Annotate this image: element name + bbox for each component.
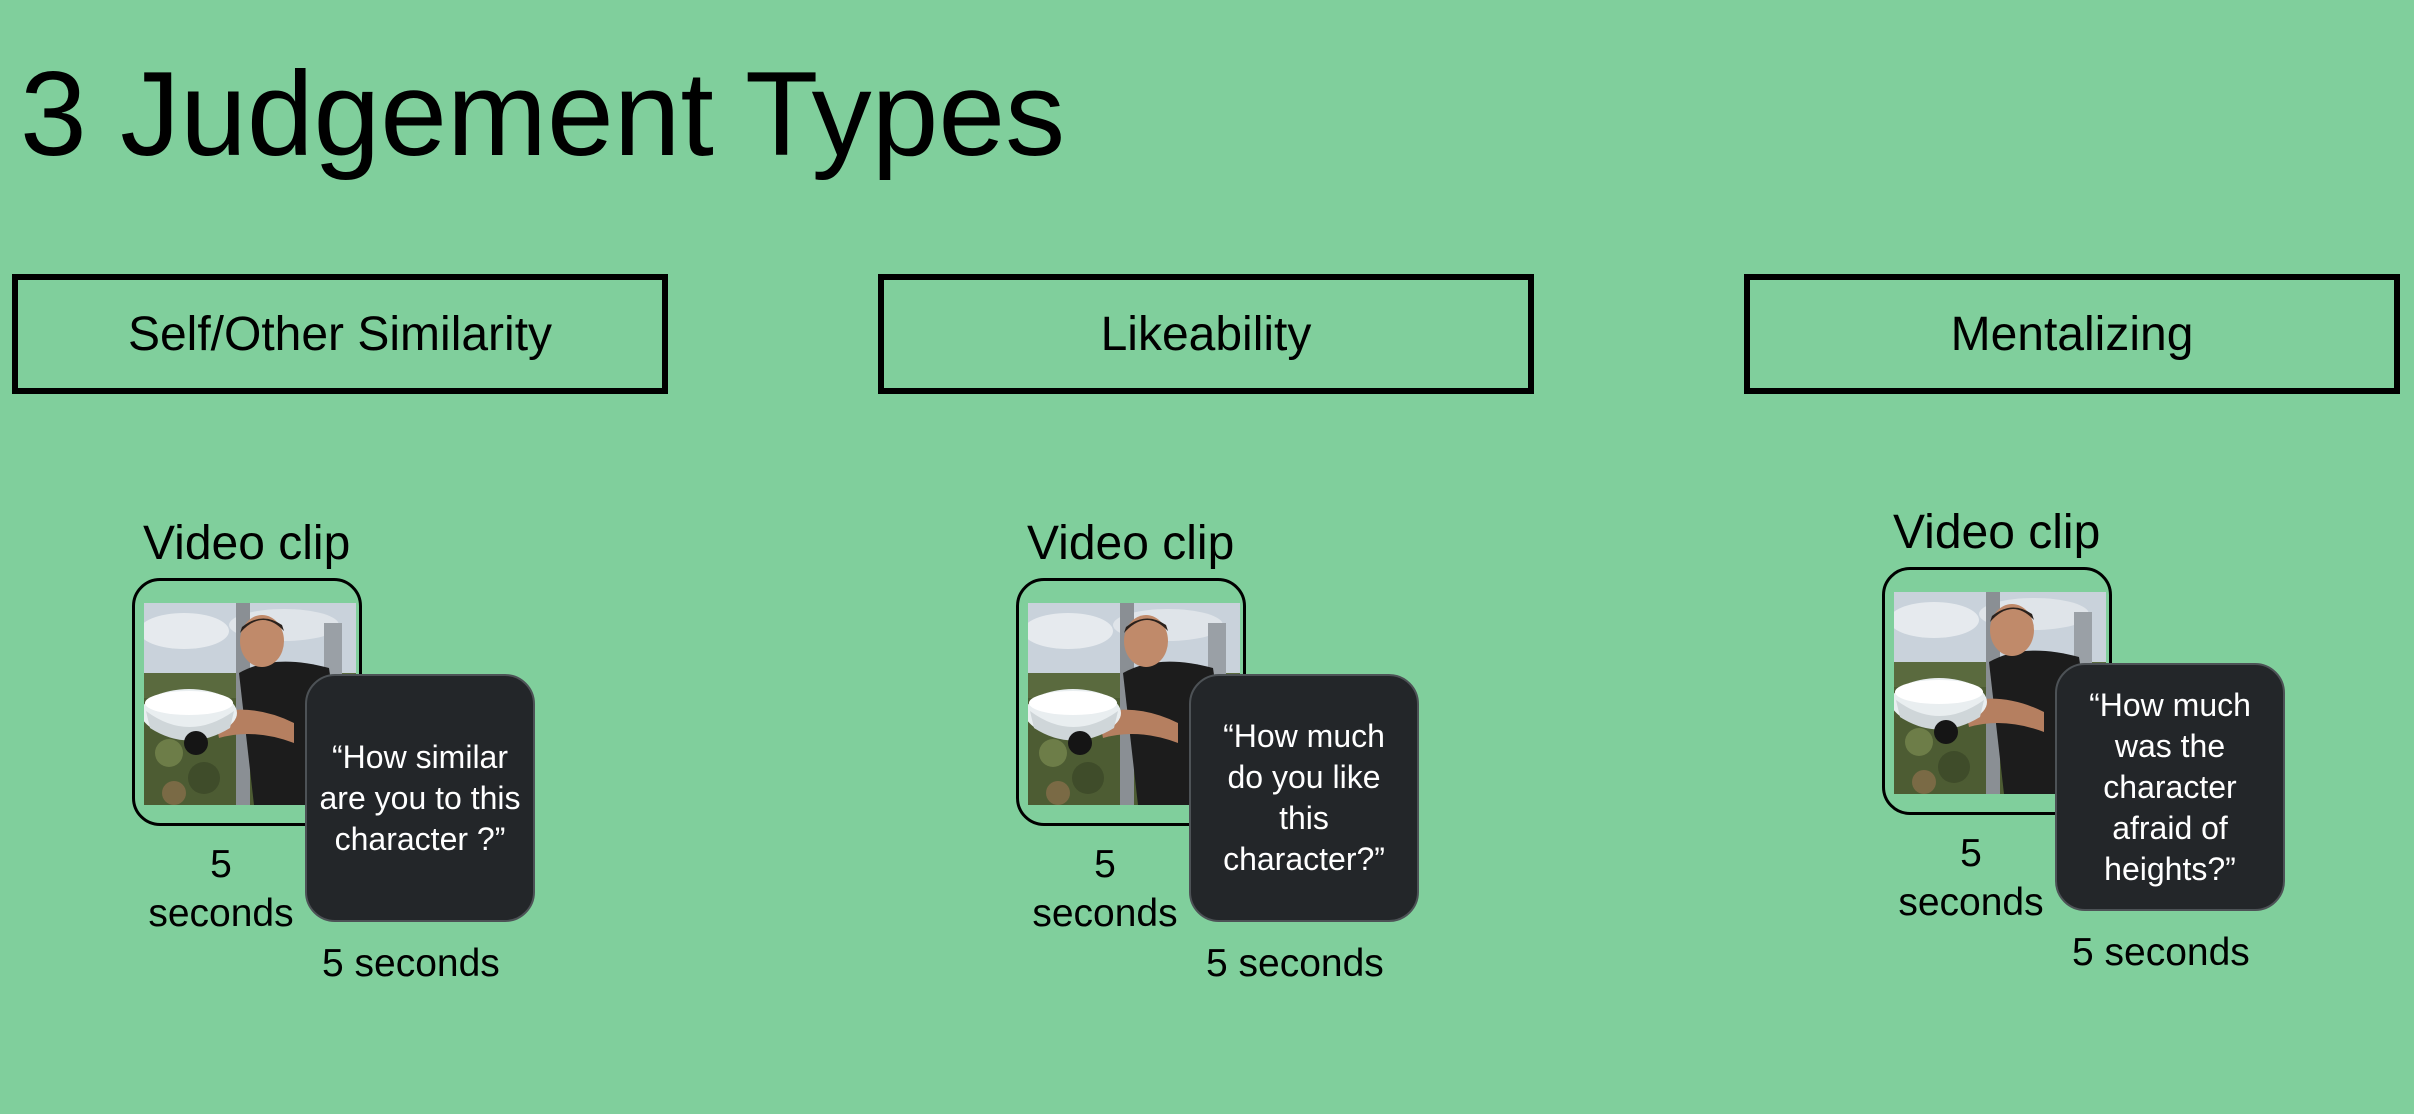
video-clip-label: Video clip [1893,506,2101,559]
question-duration: 5 seconds [322,942,500,985]
question-text: “How similar are you to this character ?… [319,738,521,857]
trial-panel-mentalizing: Video clip [1882,505,2414,1065]
question-card: “How much was the character afraid of he… [2055,663,2285,911]
question-text: “How much was the character afraid of he… [2089,686,2251,887]
question-duration: 5 seconds [2072,931,2250,974]
trial-panel-likeability: Video clip [1016,516,1576,1076]
category-label: Likeability [1100,307,1312,361]
category-likeability: Likeability [878,274,1534,394]
category-label: Self/Other Similarity [127,307,553,361]
clip-duration: 5 seconds [148,843,294,935]
category-mentalizing: Mentalizing [1744,274,2400,394]
trial-panel-similarity: Video clip [132,516,692,1076]
question-card: “How similar are you to this character ?… [305,674,535,922]
page-title: 3 Judgement Types [20,47,1066,181]
video-clip-label: Video clip [143,517,351,570]
clip-duration: 5 seconds [1898,832,2044,924]
category-label: Mentalizing [1950,307,2194,361]
question-card: “How much do you like this character?” [1189,674,1419,922]
question-text: “How much do you like this character?” [1223,718,1385,877]
video-clip-label: Video clip [1027,517,1235,570]
category-self-other-similarity: Self/Other Similarity [12,274,668,394]
clip-duration: 5 seconds [1032,843,1178,935]
question-duration: 5 seconds [1206,942,1384,985]
